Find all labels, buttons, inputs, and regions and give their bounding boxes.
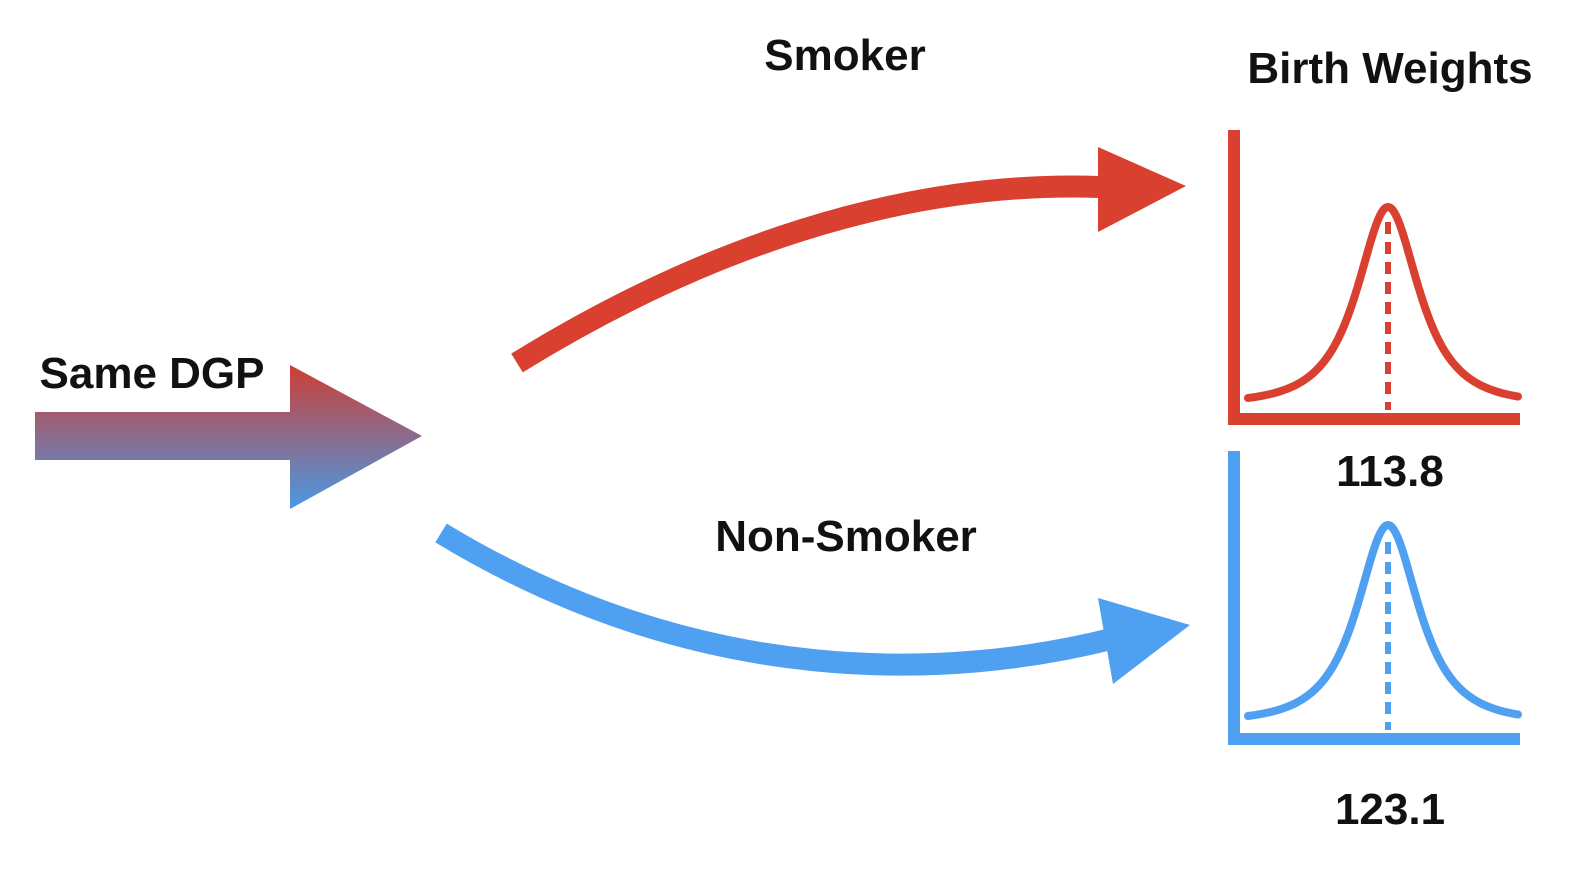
non-smoker-label: Non-Smoker xyxy=(715,512,977,561)
non-smoker-branch: Non-Smoker 123.1 xyxy=(435,451,1522,834)
source-arrow xyxy=(35,365,422,509)
birth-weights-header: Birth Weights xyxy=(1247,44,1532,93)
non-smoker-mean-value: 123.1 xyxy=(1335,785,1445,834)
source-label: Same DGP xyxy=(40,349,265,398)
non-smoker-arrow-head xyxy=(1098,598,1190,684)
smoker-branch: Smoker 113.8 xyxy=(511,31,1522,496)
smoker-arrow-head xyxy=(1098,147,1186,232)
smoker-label: Smoker xyxy=(764,31,925,80)
non-smoker-density-curve xyxy=(1244,520,1522,720)
non-smoker-distribution-plot xyxy=(1228,451,1522,745)
non-smoker-plot-axes xyxy=(1228,451,1520,745)
smoker-distribution-plot xyxy=(1228,130,1522,425)
smoker-density-curve xyxy=(1244,202,1522,402)
smoker-plot-axes xyxy=(1228,130,1520,425)
smoker-arrow-shaft xyxy=(511,175,1101,373)
non-smoker-arrow-shaft xyxy=(435,523,1118,676)
smoker-mean-value: 113.8 xyxy=(1336,447,1444,496)
